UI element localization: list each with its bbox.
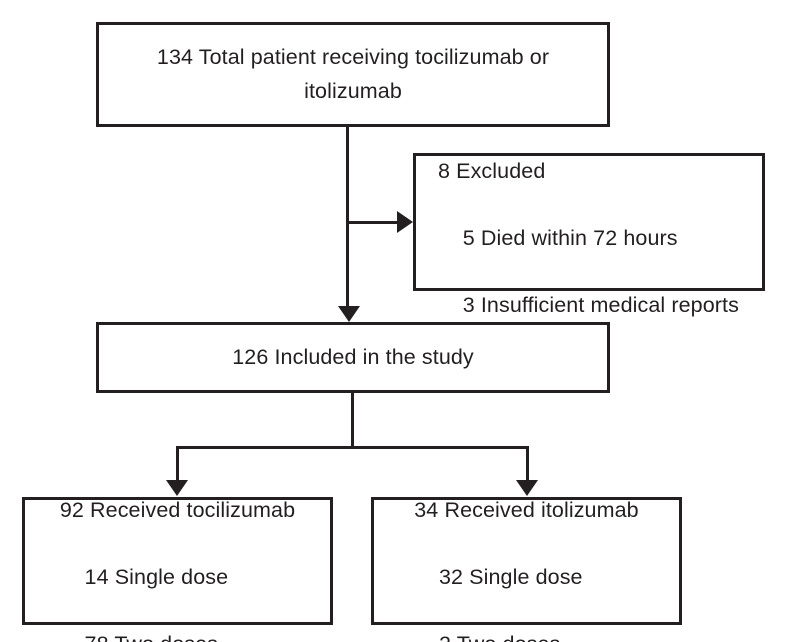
connector-total-to-excluded-branch bbox=[346, 221, 398, 224]
arrowhead-into-excluded-box bbox=[397, 211, 413, 233]
connector-total-to-included-stem bbox=[346, 127, 349, 308]
box-received-itolizumab-text: 34 Received itolizumab 32 Single dose 2 … bbox=[374, 428, 679, 642]
connector-included-split-bar bbox=[176, 446, 529, 449]
box-excluded-lead: 8 Excluded bbox=[438, 159, 546, 184]
box-excluded-lines: 8 Excluded 5 Died within 72 hours 3 Insu… bbox=[438, 122, 739, 355]
connector-drop-to-tocilizumab bbox=[176, 446, 179, 482]
arrowhead-into-itolizumab-box bbox=[516, 480, 538, 496]
box-received-tocilizumab-text: 92 Received tocilizumab 14 Single dose 7… bbox=[25, 428, 330, 642]
box-excluded: 8 Excluded 5 Died within 72 hours 3 Insu… bbox=[413, 153, 765, 317]
box-total-patients-text: 134 Total patient receiving tocilizumab … bbox=[156, 45, 550, 103]
connector-included-split-stem bbox=[351, 393, 354, 449]
box-included-in-study-text: 126 Included in the study bbox=[232, 344, 474, 369]
arrowhead-into-tocilizumab-box bbox=[166, 480, 188, 496]
box-received-itolizumab-lead: 34 Received itolizumab bbox=[414, 498, 639, 523]
connector-drop-to-itolizumab bbox=[526, 446, 529, 482]
box-received-tocilizumab-sub-2: 78 Two doses bbox=[60, 628, 295, 642]
box-total-patients: 134 Total patient receiving tocilizumab … bbox=[96, 22, 610, 127]
box-received-tocilizumab-sub-1: 14 Single dose bbox=[84, 565, 229, 589]
box-received-tocilizumab: 92 Received tocilizumab 14 Single dose 7… bbox=[22, 497, 333, 642]
box-received-itolizumab-sub-1: 32 Single dose bbox=[438, 565, 583, 589]
box-excluded-text: 8 Excluded 5 Died within 72 hours 3 Insu… bbox=[416, 89, 739, 356]
box-excluded-sub-2: 3 Insufficient medical reports bbox=[462, 292, 739, 317]
box-received-tocilizumab-lines: 92 Received tocilizumab 14 Single dose 7… bbox=[60, 461, 295, 642]
box-received-tocilizumab-lead: 92 Received tocilizumab bbox=[59, 498, 296, 523]
box-received-itolizumab-lines: 34 Received itolizumab 32 Single dose 2 … bbox=[414, 461, 639, 642]
arrowhead-into-included-box bbox=[338, 306, 360, 322]
box-included-in-study: 126 Included in the study bbox=[96, 322, 610, 393]
box-excluded-sub-1: 5 Died within 72 hours bbox=[462, 226, 678, 250]
box-received-itolizumab-sub-2: 2 Two doses bbox=[414, 628, 639, 642]
box-received-itolizumab: 34 Received itolizumab 32 Single dose 2 … bbox=[371, 497, 682, 642]
